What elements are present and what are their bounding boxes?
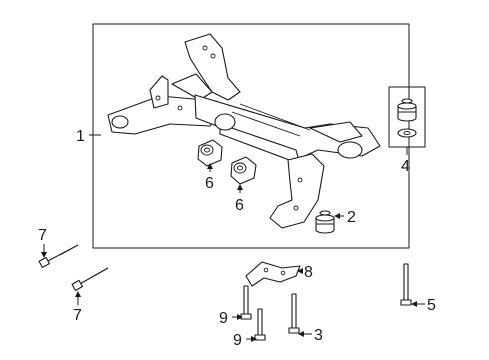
callout-6b: 6: [235, 197, 244, 214]
bushing-6a[interactable]: [197, 139, 223, 167]
bolt-9b[interactable]: [254, 308, 266, 341]
callout-9a: 9: [219, 310, 228, 327]
insulator-kit-4[interactable]: [397, 98, 417, 138]
callout-7a: 7: [38, 227, 47, 244]
callout-1: 1: [76, 128, 85, 145]
bolt-9a[interactable]: [240, 285, 252, 320]
bracket-8[interactable]: [245, 261, 301, 287]
bolt-5[interactable]: [400, 263, 412, 306]
callout-9b: 9: [233, 332, 242, 349]
bolt-3[interactable]: [288, 293, 300, 334]
bolt-7a[interactable]: [38, 244, 79, 268]
callout-7b: 7: [73, 307, 82, 324]
callout-3: 3: [314, 327, 323, 344]
callout-8: 8: [304, 264, 313, 281]
mount-insulator-2[interactable]: [315, 210, 335, 234]
callout-2: 2: [347, 209, 356, 226]
bolt-7b[interactable]: [71, 267, 109, 292]
bushing-6b[interactable]: [230, 156, 257, 185]
callout-5: 5: [427, 297, 436, 314]
callout-4: 4: [401, 158, 410, 175]
callout-6a: 6: [205, 175, 214, 192]
rear-crossmember[interactable]: [107, 33, 381, 229]
